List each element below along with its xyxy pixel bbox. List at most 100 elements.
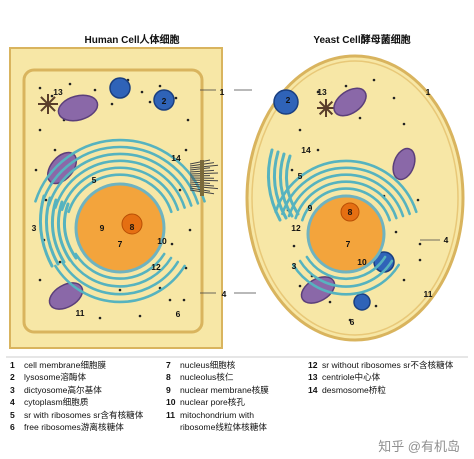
ribosome-dot: [44, 198, 48, 202]
legend-text: ribosome线粒体核糖体: [180, 422, 267, 432]
legend-text: sr with ribosomes sr含有核糖体: [24, 409, 144, 420]
legend-row: 7 nucleus细胞核: [166, 360, 235, 370]
yeast-nucleolus: [340, 202, 360, 222]
er-arc: [281, 166, 411, 216]
ribosome-dot: [158, 84, 162, 88]
ribosome-dot: [298, 128, 302, 132]
yeast-label-11: 11: [424, 289, 433, 299]
ribosome-dot: [174, 96, 178, 100]
ribosome-dot: [292, 244, 296, 248]
human-label-12: 12: [151, 262, 161, 272]
human-label-4: 4: [222, 289, 227, 299]
human-centriole: [38, 94, 58, 114]
legend-text: centriole中心体: [322, 372, 381, 383]
ribosome-dot: [372, 78, 376, 82]
er-arc-lower: [305, 255, 387, 280]
human-label-11: 11: [76, 308, 85, 318]
ribosome-dot: [394, 230, 398, 234]
legend-text: mitochondrium with: [180, 409, 255, 420]
legend-row: ribosome线粒体核糖体: [166, 422, 267, 432]
human-label-5: 5: [92, 175, 97, 185]
human-label-14: 14: [171, 153, 181, 163]
ribosome-dot: [148, 100, 152, 104]
ribosome-dot: [38, 278, 42, 282]
human-label-6: 6: [176, 309, 181, 319]
golgi-cisterna: [56, 200, 72, 262]
yeast-centriole: [317, 99, 335, 117]
ribosome-dot: [184, 266, 188, 270]
er-arc-lower: [60, 260, 180, 296]
ribosome-dot: [392, 96, 396, 100]
yeast-label-14: 14: [301, 145, 311, 155]
er-arc: [274, 159, 418, 214]
yeast-rough-er: [274, 159, 418, 296]
er-arc-lower: [298, 259, 394, 288]
human-cell: [9, 47, 223, 349]
ribosome-dot: [138, 314, 142, 318]
ribosome-dot: [418, 242, 422, 246]
ribosome-dot: [34, 168, 38, 172]
legend-number: 8: [166, 372, 171, 383]
human-lysosome-2: [153, 89, 175, 111]
er-arc: [34, 138, 206, 203]
yeast-label-1: 1: [426, 87, 431, 97]
er-arc: [294, 180, 398, 220]
legend-text: sr without ribosomes sr不含核糖体: [322, 360, 454, 370]
centriole-tube: [325, 100, 334, 109]
er-arc-lower: [74, 252, 166, 280]
er-arc: [60, 166, 180, 211]
ribosome-dot: [298, 284, 302, 288]
er-arc: [40, 145, 200, 205]
legend-number: 5: [10, 409, 15, 420]
human-cell-title: Human Cell人体细胞: [84, 33, 179, 46]
yeast-nucleus: [306, 194, 386, 274]
yeast-label-4: 4: [444, 235, 449, 245]
centriole-tube: [40, 103, 49, 112]
legend-text: nucleolus核仁: [180, 372, 234, 383]
er-arc: [67, 173, 173, 214]
human-label-10: 10: [157, 236, 167, 246]
centriole-tube: [325, 107, 334, 116]
legend-number: 10: [166, 397, 176, 408]
legend-text: desmosome桥粒: [322, 384, 386, 395]
legend-text: nucleus细胞核: [180, 360, 236, 370]
human-nucleus: [74, 182, 166, 274]
ribosome-dot: [184, 148, 188, 152]
legend-text: free ribosomes游离核糖体: [24, 422, 124, 432]
yeast-lysosome-1: [273, 89, 299, 115]
ribosome-dot: [38, 86, 42, 90]
golgi-cisterna: [284, 154, 300, 216]
golgi-cisterna: [266, 148, 282, 222]
er-arc: [54, 159, 186, 209]
ribosome-dot: [98, 316, 102, 320]
yeast-label-2: 2: [286, 95, 291, 105]
yeast-lysosome-3: [353, 293, 371, 311]
human-nucleolus: [121, 213, 143, 235]
yeast-label-8: 8: [348, 207, 353, 217]
ribosome-dot: [110, 102, 114, 106]
ribosome-dot: [53, 148, 57, 152]
legend-text: cytoplasm细胞质: [24, 397, 89, 408]
er-arc: [301, 187, 391, 222]
ribosome-dot: [38, 128, 42, 132]
yeast-cell-membrane: [251, 60, 459, 336]
yeast-cell: [234, 54, 465, 342]
er-arc: [47, 152, 193, 207]
ribosome-dot: [290, 168, 294, 172]
ribosome-dot: [182, 298, 186, 302]
ribosome-dot: [348, 318, 352, 322]
legend-number: 2: [10, 372, 15, 383]
ribosome-dot: [68, 82, 72, 86]
yeast-label-5: 5: [298, 171, 303, 181]
legend-number: 7: [166, 360, 171, 370]
legend-text: nuclear membrane核膜: [180, 384, 269, 395]
